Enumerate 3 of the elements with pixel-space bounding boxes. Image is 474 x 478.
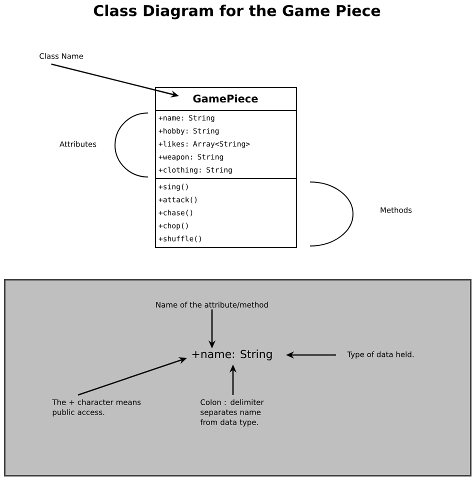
- title: Class Diagram for the Game Piece: [94, 4, 380, 20]
- example-attribute: +name: String: [192, 350, 272, 360]
- legend-panel: [4, 279, 472, 476]
